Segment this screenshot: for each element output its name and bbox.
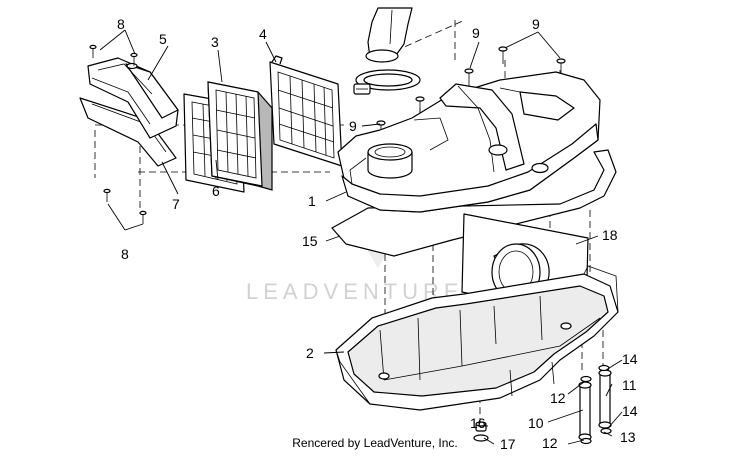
callout-18: 18 xyxy=(602,227,618,243)
part-1-airbox-housing xyxy=(337,71,601,213)
callout-9-a: 9 xyxy=(472,25,480,41)
callout-7: 7 xyxy=(172,196,180,212)
callout-9-c: 9 xyxy=(349,118,357,134)
callout-3: 3 xyxy=(211,34,219,50)
callout-14-b: 14 xyxy=(622,403,638,419)
screws-8 xyxy=(89,44,147,224)
part-2-base-tray xyxy=(335,265,619,411)
callout-10: 10 xyxy=(528,415,544,431)
part-10-11-drain-tubes xyxy=(578,369,612,441)
callout-9-b: 9 xyxy=(532,16,540,32)
part-15-gasket xyxy=(331,149,617,257)
part-5-filter-cover xyxy=(87,57,179,139)
part-3-filter-element xyxy=(207,81,273,191)
callout-12-b: 12 xyxy=(542,435,558,451)
callout-labels: 8 5 3 4 9 9 9 7 6 1 8 15 18 2 14 11 12 1… xyxy=(117,16,638,452)
callout-8-bottom: 8 xyxy=(121,246,129,262)
callout-4: 4 xyxy=(259,26,267,42)
callout-14-a: 14 xyxy=(622,351,638,367)
intake-tube xyxy=(365,7,413,63)
callout-15: 15 xyxy=(302,233,318,249)
hose-clamp xyxy=(353,69,421,95)
callout-11: 11 xyxy=(622,377,637,393)
leader-lines xyxy=(99,29,623,445)
callout-8-top: 8 xyxy=(117,16,125,32)
callout-17: 17 xyxy=(500,436,516,452)
callout-5: 5 xyxy=(159,31,167,47)
part-4-screen xyxy=(269,55,343,167)
callout-12-a: 12 xyxy=(550,390,566,406)
callout-13: 13 xyxy=(620,429,636,445)
callout-16: 16 xyxy=(470,415,486,431)
callout-2: 2 xyxy=(306,345,314,361)
callout-1: 1 xyxy=(308,193,316,209)
callout-6: 6 xyxy=(212,183,220,199)
watermark-text: LEADVENTURE xyxy=(246,279,464,304)
footer-credit: Rencered by LeadVenture, Inc. xyxy=(292,436,458,450)
